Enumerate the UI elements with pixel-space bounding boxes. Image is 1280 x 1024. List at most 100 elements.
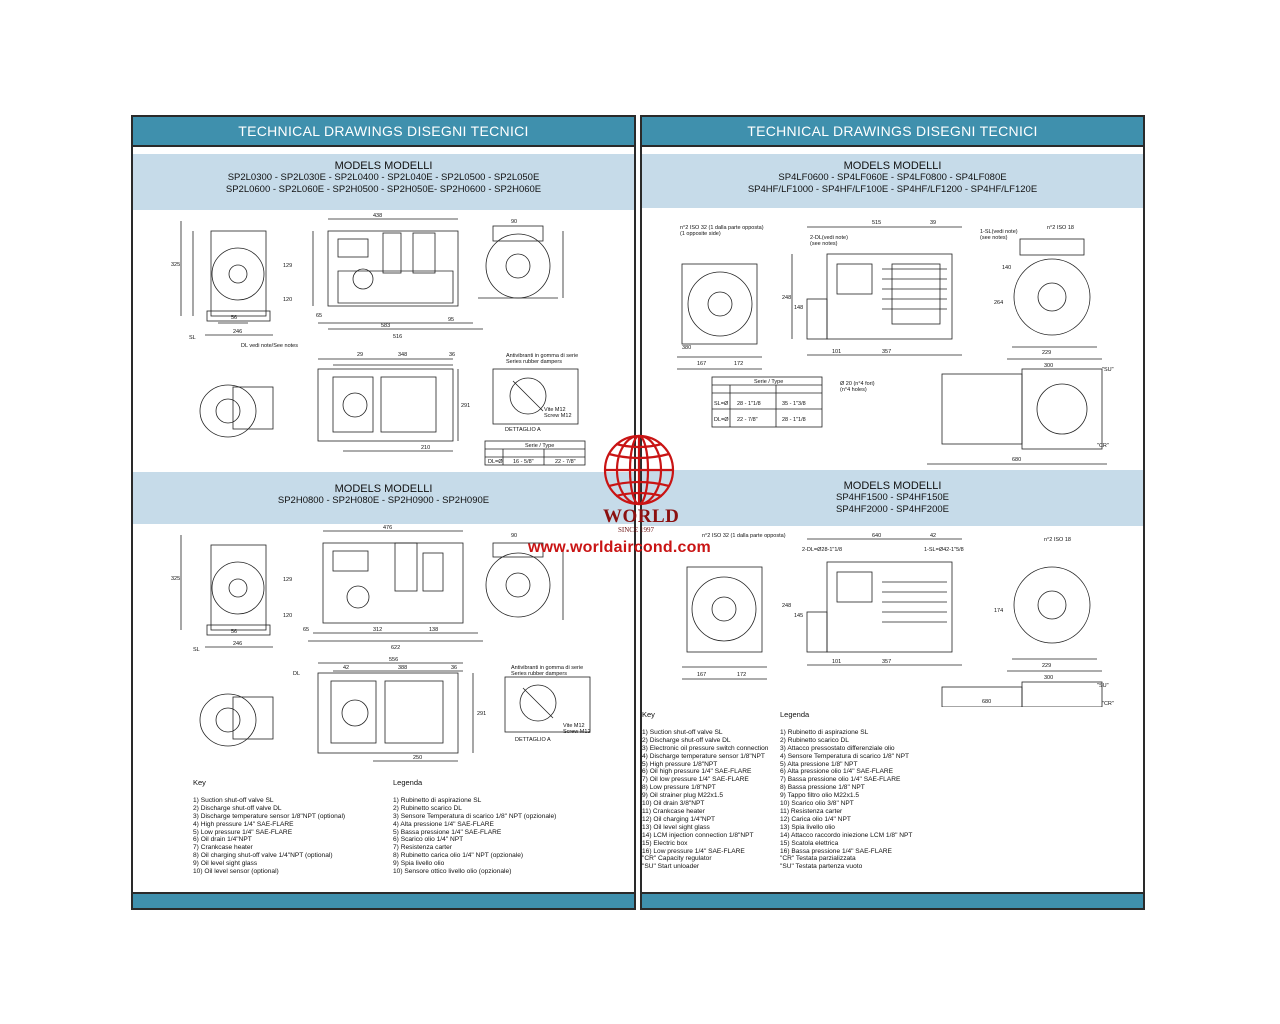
- dim-text: 120: [283, 613, 292, 619]
- key-item: 5) Low pressure 1/4" SAE-FLARE: [193, 828, 293, 836]
- dim-text: 291: [461, 403, 470, 409]
- table-header: Serie / Type: [754, 379, 783, 385]
- key-item: 9) Oil strainer plug M22x1.5: [642, 792, 723, 800]
- dim-text: 42: [930, 533, 936, 539]
- dim-text: 36: [449, 352, 455, 358]
- dim-text: 29: [357, 352, 363, 358]
- dim-text: 264: [994, 300, 1003, 306]
- dim-text: 36: [451, 665, 457, 671]
- dim-text: 140: [1002, 265, 1011, 271]
- holes-note-en: (n°4 holes): [840, 387, 867, 393]
- su-label: "SU": [1102, 367, 1114, 373]
- models-title: MODELS MODELLI: [334, 483, 433, 495]
- models-line-1: SP2H0800 - SP2H080E - SP2H0900 - SP2H090…: [277, 495, 490, 506]
- dim-text: 95: [448, 317, 454, 323]
- iso-note: n°2 ISO 32 (1 dalla parte opposta): [680, 225, 764, 231]
- models-line-1: SP4HF1500 - SP4HF150E: [835, 492, 949, 503]
- key-item: 9) Oil level sight glass: [193, 860, 258, 868]
- dim-text: 680: [982, 699, 991, 705]
- legenda-item: 11) Resistenza carter: [780, 807, 843, 815]
- table-cell: DL=Ø: [714, 417, 729, 423]
- cr-label: "CR": [1102, 701, 1114, 707]
- dim-text: 210: [421, 445, 430, 451]
- dim-text: 148: [794, 305, 803, 311]
- table-cell: 28 - 1"1/8: [737, 401, 761, 407]
- legenda-item: "CR" Testata parzializzata: [780, 855, 856, 863]
- dim-text: 325: [171, 576, 180, 582]
- iso18-note: n°2 ISO 18: [1044, 537, 1071, 543]
- key-item: 10) Oil drain 3/8"NPT: [642, 800, 705, 808]
- legenda-item: 10) Sensore ottico livello olio (opziona…: [393, 868, 512, 876]
- logo-wordmark: WORLD: [603, 506, 680, 527]
- world-globe-logo-icon: [603, 434, 675, 506]
- right-top-models-box: MODELS MODELLI SP4LF0600 - SP4LF060E - S…: [642, 154, 1143, 208]
- iso-note-en: (1 opposite side): [680, 231, 721, 237]
- table-cell: 35 - 1"3/8: [782, 401, 806, 407]
- models-title: MODELS MODELLI: [843, 480, 942, 492]
- key-item: 2) Discharge shut-off valve DL: [642, 736, 731, 744]
- legenda-item: 9) Spia livello olio: [393, 860, 445, 868]
- dim-text: 357: [882, 659, 891, 665]
- key-item: 11) Crankcase heater: [642, 807, 705, 815]
- left-bottom-technical-drawing: 476 90 325 129 120 56 246 312 138 622 55…: [171, 525, 591, 762]
- legenda-item: 4) Alta pressione 1/4" SAE-FLARE: [393, 820, 494, 828]
- models-line-2: SP2L0600 - SP2L060E - SP2H0500 - SP2H050…: [225, 184, 542, 195]
- legenda-item: 2) Rubinetto scarico DL: [780, 736, 849, 744]
- table-cell: 22 - 7/8": [555, 459, 576, 465]
- right-legenda-list: Legenda 1) Rubinetto di aspirazione SL 2…: [780, 711, 980, 871]
- dl-note-en: (see notes): [810, 241, 838, 247]
- left-bottom-models-box: MODELS MODELLI SP2H0800 - SP2H080E - SP2…: [133, 472, 634, 524]
- models-title: MODELS MODELLI: [843, 160, 942, 172]
- key-item: 6) Oil drain 1/4"NPT: [193, 836, 252, 844]
- key-item: 15) Electric box: [642, 839, 688, 847]
- su-label: "SU": [1097, 683, 1109, 689]
- left-top-technical-drawing: 438 90 325 129 120 56 246 95 583 516 348…: [171, 213, 586, 466]
- key-item: 7) Crankcase heater: [193, 844, 253, 852]
- dim-text: 172: [737, 672, 746, 678]
- key-item: 2) Discharge shut-off valve DL: [193, 804, 282, 812]
- key-item: 3) Discharge temperature sensor 1/8"NPT …: [193, 812, 346, 820]
- dim-text: 101: [832, 349, 841, 355]
- legenda-item: 6) Alta pressione olio 1/4" SAE-FLARE: [780, 768, 894, 776]
- dim-text: 229: [1042, 663, 1051, 669]
- dl-note: DL: [293, 671, 300, 677]
- screw-note-en: Screw M12: [563, 729, 591, 735]
- legenda-item: 7) Resistenza carter: [393, 844, 452, 852]
- dim-text: 172: [734, 361, 743, 367]
- legenda-item: 8) Rubinetto carica olio 1/4" NPT (opzio…: [393, 852, 524, 860]
- key-item: 10) Oil level sensor (optional): [193, 868, 279, 876]
- dim-text: 556: [389, 657, 398, 663]
- logo-website-link[interactable]: www.worldaircond.com: [528, 539, 711, 556]
- screw-note-en: Screw M12: [544, 413, 572, 419]
- dim-text: 248: [782, 295, 791, 301]
- dim-text: 348: [398, 352, 407, 358]
- key-item: 1) Suction shut-off valve SL: [193, 796, 274, 804]
- dim-text: 56: [231, 629, 237, 635]
- legenda-item: 1) Rubinetto di aspirazione SL: [780, 728, 869, 736]
- sl-note-en: (see notes): [980, 235, 1008, 241]
- key-item: 8) Low pressure 1/8"NPT: [642, 784, 716, 792]
- dim-text: 515: [872, 220, 881, 226]
- dim-text: 438: [373, 213, 382, 219]
- models-title: MODELS MODELLI: [334, 160, 433, 172]
- key-title: Key: [193, 778, 206, 787]
- dim-text: 56: [231, 315, 237, 321]
- legenda-item: 6) Scarico olio 1/4" NPT: [393, 836, 464, 844]
- key-item: 5) High pressure 1/8"NPT: [642, 760, 718, 768]
- dim-text: 129: [283, 263, 292, 269]
- dim-text: 380: [682, 345, 691, 351]
- legenda-item: 7) Bassa pressione olio 1/4" SAE-FLARE: [780, 776, 901, 784]
- key-item: 7) Oil low pressure 1/4" SAE-FLARE: [642, 776, 749, 784]
- dim-text: 229: [1042, 350, 1051, 356]
- dim-text: 300: [1044, 675, 1053, 681]
- dim-text: 120: [283, 297, 292, 303]
- key-item: 3) Electronic oil pressure switch connec…: [642, 744, 769, 752]
- dim-text: 167: [697, 361, 706, 367]
- models-line-2: SP4HF/LF1000 - SP4HF/LF100E - SP4HF/LF12…: [747, 184, 1038, 195]
- dim-text: 583: [381, 323, 390, 329]
- models-line-2: SP4HF2000 - SP4HF200E: [835, 504, 949, 515]
- dampers-note-it: Antivibranti in gomma di serie: [511, 665, 583, 671]
- legenda-title: Legenda: [780, 710, 810, 719]
- dl-note: 2-DL=Ø28-1"1/8: [802, 547, 842, 553]
- dim-text: 65: [316, 313, 322, 319]
